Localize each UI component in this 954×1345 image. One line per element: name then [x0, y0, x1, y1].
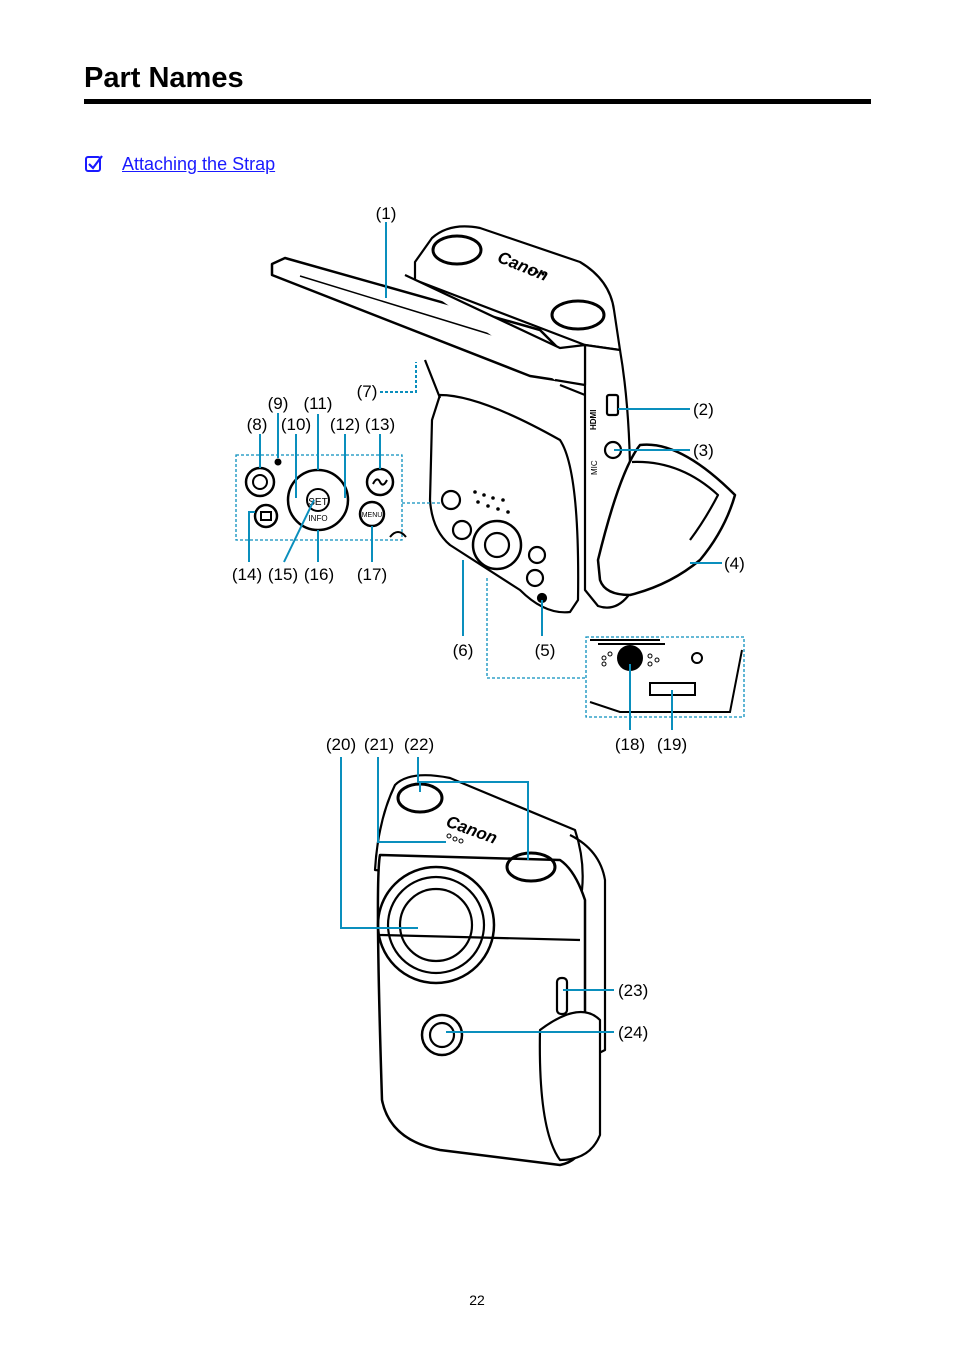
callout-18: (18)	[615, 735, 645, 754]
callout-3: (3)	[693, 441, 714, 460]
callout-21: (21)	[364, 735, 394, 754]
callout-11: (11)	[304, 394, 333, 413]
page-number: 22	[469, 1292, 485, 1308]
callout-lines	[248, 222, 722, 1033]
callout-13: (13)	[365, 415, 395, 434]
control-detail-inset: SET INFO MENU	[235, 454, 440, 541]
callout-1: (1)	[376, 204, 397, 223]
menu-button-label: MENU	[362, 512, 383, 519]
callout-19: (19)	[657, 735, 687, 754]
camera-back-view: Canon HDMI MIC	[270, 225, 737, 614]
callout-6: (6)	[453, 641, 474, 660]
callout-12: (12)	[330, 415, 360, 434]
callout-4: (4)	[724, 554, 745, 573]
page-title: Part Names	[84, 62, 244, 94]
callout-9: (9)	[268, 394, 289, 413]
callout-16: (16)	[304, 565, 334, 584]
callout-labels: (1) (2) (3) (4) (5) (6) (7) (8) (9) (10)…	[232, 204, 745, 1042]
callout-22: (22)	[404, 735, 434, 754]
info-button-label: INFO	[308, 514, 327, 523]
bottom-detail-inset	[486, 578, 745, 718]
callout-10: (10)	[281, 415, 311, 434]
callout-5: (5)	[535, 641, 556, 660]
attaching-strap-link[interactable]: Attaching the Strap	[122, 153, 276, 174]
callout-24: (24)	[618, 1023, 648, 1042]
hdmi-port-label: HDMI	[589, 410, 598, 430]
callout-8: (8)	[247, 415, 268, 434]
set-button-label: SET	[308, 497, 327, 508]
callout-14: (14)	[232, 565, 262, 584]
callout-17: (17)	[357, 565, 387, 584]
camera-front-view: Canon	[373, 774, 607, 1167]
title-rule	[84, 99, 871, 104]
callout-20: (20)	[326, 735, 356, 754]
callout-23: (23)	[618, 981, 648, 1000]
related-topic: Attaching the Strap	[84, 152, 275, 176]
callout-15: (15)	[268, 565, 298, 584]
mic-port-label: MIC	[590, 460, 599, 475]
callout-7: (7)	[357, 382, 378, 401]
callout-2: (2)	[693, 400, 714, 419]
checkbox-check-icon	[85, 155, 103, 172]
